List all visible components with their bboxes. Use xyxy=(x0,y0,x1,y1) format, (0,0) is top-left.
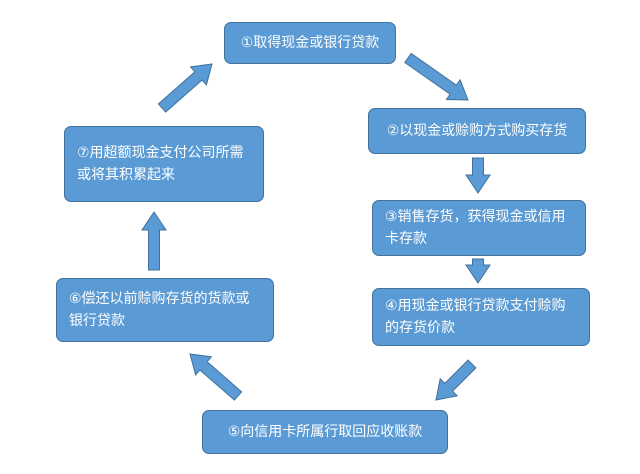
step-box-5: ⑤向信用卡所属行取回应收账款 xyxy=(202,410,448,454)
arrow-5-to-6 xyxy=(189,353,243,401)
step-text-4: ④用现金或银行贷款支付赊购的存货价款 xyxy=(385,298,566,336)
step-box-1: ①取得现金或银行贷款 xyxy=(224,22,396,64)
arrow-1-to-2 xyxy=(404,52,469,101)
step-text-7: ⑦用超额现金支付公司所需或将其积累起来 xyxy=(77,145,244,183)
step-text-6: ⑥偿还以前赊购存货的货款或银行贷款 xyxy=(69,291,250,329)
step-text-2: ②以现金或赊购方式购买存货 xyxy=(386,123,568,139)
arrow-3-to-4 xyxy=(465,258,491,284)
step-box-6: ⑥偿还以前赊购存货的货款或银行贷款 xyxy=(56,278,274,342)
step-text-3: ③销售存货，获得现金或信用卡存款 xyxy=(385,209,566,247)
step-text-1: ①取得现金或银行贷款 xyxy=(240,35,380,51)
step-box-7: ⑦用超额现金支付公司所需或将其积累起来 xyxy=(64,126,264,202)
arrow-6-to-7 xyxy=(141,211,167,271)
step-box-3: ③销售存货，获得现金或信用卡存款 xyxy=(372,200,586,256)
step-box-4: ④用现金或银行贷款支付赊购的存货价款 xyxy=(372,288,590,346)
arrow-2-to-3 xyxy=(465,157,491,194)
step-text-5: ⑤向信用卡所属行取回应收账款 xyxy=(227,424,423,440)
arrow-4-to-5 xyxy=(435,359,477,401)
step-box-2: ②以现金或赊购方式购买存货 xyxy=(368,108,586,154)
arrow-7-to-1 xyxy=(157,63,213,113)
